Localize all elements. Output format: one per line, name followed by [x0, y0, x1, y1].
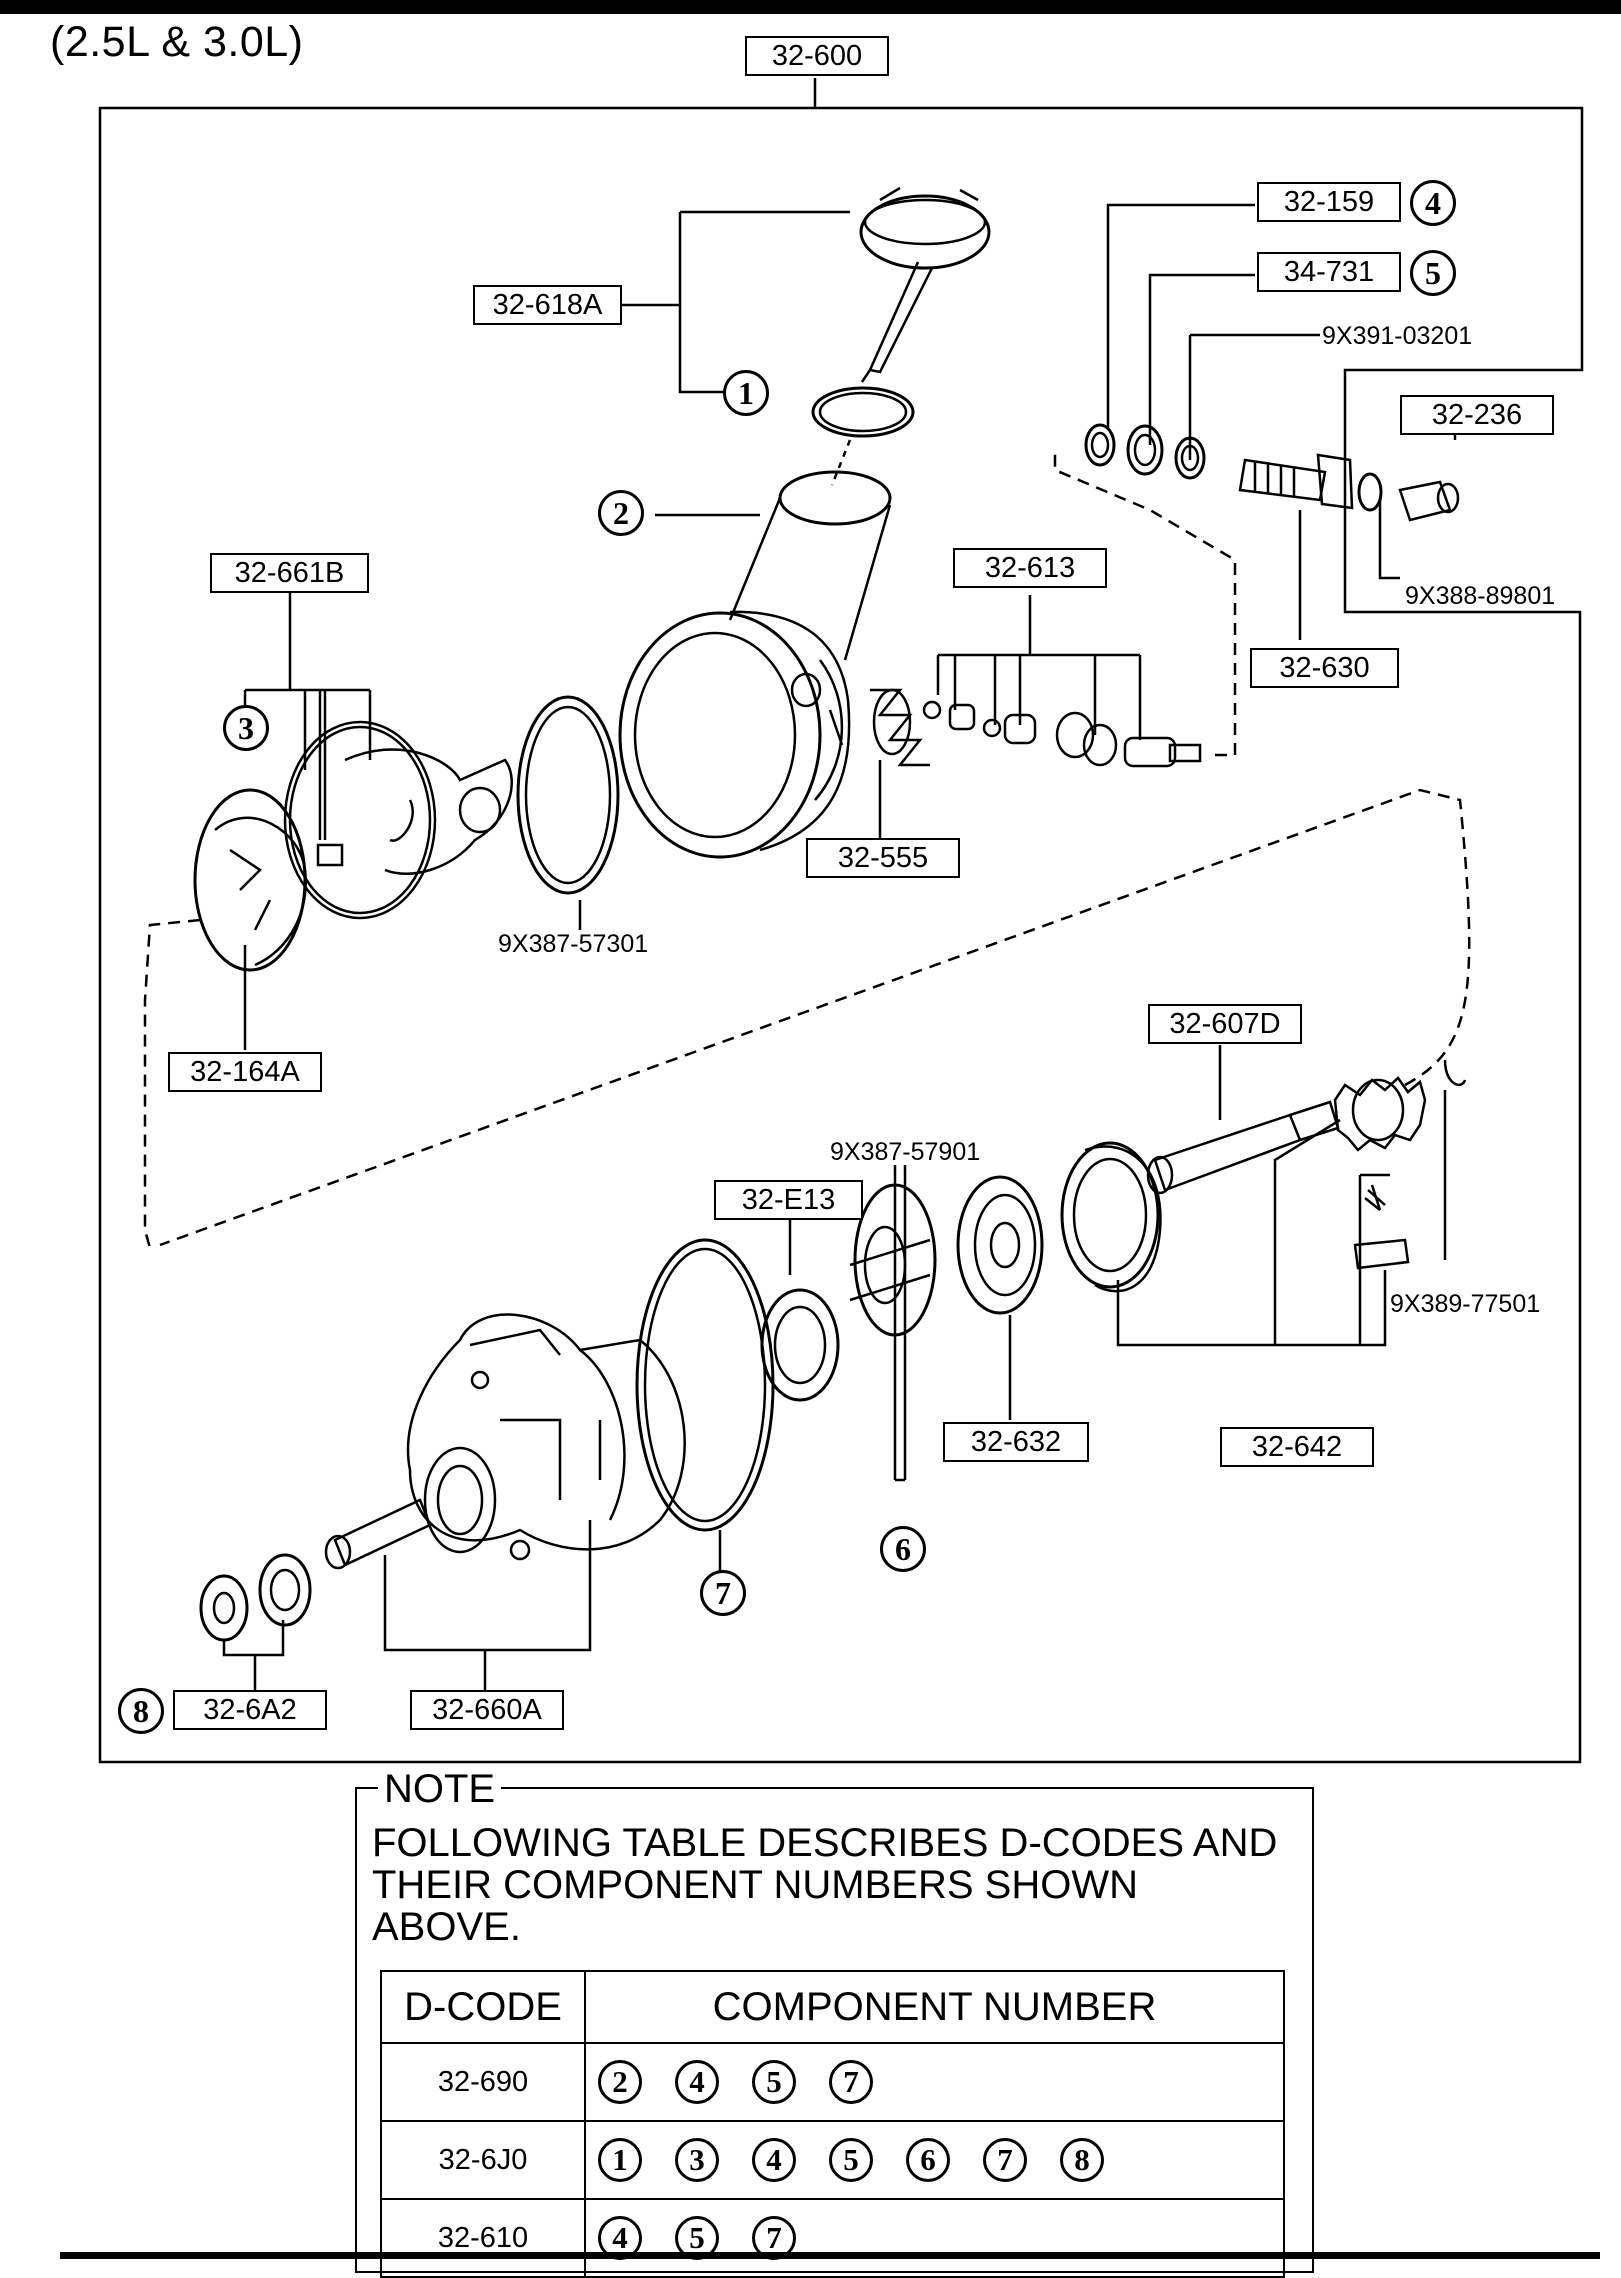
- label-union-washer: 9X388-89801: [1405, 582, 1556, 610]
- component-callout: 5: [829, 2138, 873, 2182]
- callout-8: 8: [118, 1688, 164, 1734]
- note-text: FOLLOWING TABLE DESCRIBES D-CODES AND TH…: [372, 1821, 1278, 1949]
- callout-7: 7: [700, 1570, 746, 1616]
- label-shaft: 32-607D: [1148, 1004, 1302, 1044]
- callout-6: 6: [880, 1526, 926, 1572]
- label-rear-plate-kit: 32-661B: [210, 553, 369, 593]
- callout-4: 4: [1410, 180, 1456, 226]
- label-seal-e13: 32-E13: [714, 1180, 863, 1220]
- component-callout: 4: [675, 2060, 719, 2104]
- label-pin: 9X389-77501: [1390, 1290, 1541, 1318]
- component-callout: 3: [675, 2138, 719, 2182]
- label-housing-kit: 32-660A: [410, 1690, 564, 1730]
- engine-title: (2.5L & 3.0L): [50, 18, 304, 66]
- component-callout: 6: [906, 2138, 950, 2182]
- label-snap-ring: 9X387-57301: [498, 930, 649, 958]
- label-union-bolt: 32-630: [1250, 648, 1399, 688]
- dcode-cell: 32-6J0: [380, 2120, 586, 2200]
- component-callout: 2: [598, 2060, 642, 2104]
- component-callout: 5: [752, 2060, 796, 2104]
- label-spring: 32-555: [806, 838, 960, 878]
- component-callout: 7: [983, 2138, 1027, 2182]
- component-callout: 7: [829, 2060, 873, 2104]
- label-pressure-plate: 32-164A: [168, 1052, 322, 1092]
- label-reservoir-cap: 32-618A: [473, 285, 622, 325]
- label-assembly: 32-600: [745, 36, 889, 76]
- top-rule: [0, 0, 1621, 14]
- label-fitting-nut: 32-236: [1400, 395, 1554, 435]
- component-callout: 1: [598, 2138, 642, 2182]
- header-dcode: D-CODE: [380, 1970, 586, 2044]
- callout-3: 3: [223, 705, 269, 751]
- callout-1: 1: [723, 370, 769, 416]
- label-oring-small: 9X391-03201: [1322, 322, 1473, 350]
- callout-2: 2: [598, 490, 644, 536]
- label-washer-b: 34-731: [1257, 252, 1401, 292]
- header-component-number: COMPONENT NUMBER: [584, 1970, 1285, 2044]
- label-cam-ring: 32-632: [943, 1422, 1089, 1462]
- component-callout: 8: [1060, 2138, 1104, 2182]
- bottom-rule: [60, 2252, 1600, 2259]
- label-oring-mid: 9X387-57901: [830, 1138, 981, 1166]
- label-flow-control: 32-613: [953, 548, 1107, 588]
- component-callout: 4: [752, 2138, 796, 2182]
- label-washer-a: 32-159: [1257, 182, 1401, 222]
- label-seal-6a2: 32-6A2: [173, 1690, 327, 1730]
- callout-5: 5: [1410, 250, 1456, 296]
- note-heading: NOTE: [378, 1767, 502, 1812]
- table-header-row: D-CODE COMPONENT NUMBER: [380, 1970, 1285, 2044]
- label-rotor-kit: 32-642: [1220, 1427, 1374, 1467]
- dcode-cell: 32-610: [380, 2198, 586, 2278]
- dcode-cell: 32-690: [380, 2042, 586, 2122]
